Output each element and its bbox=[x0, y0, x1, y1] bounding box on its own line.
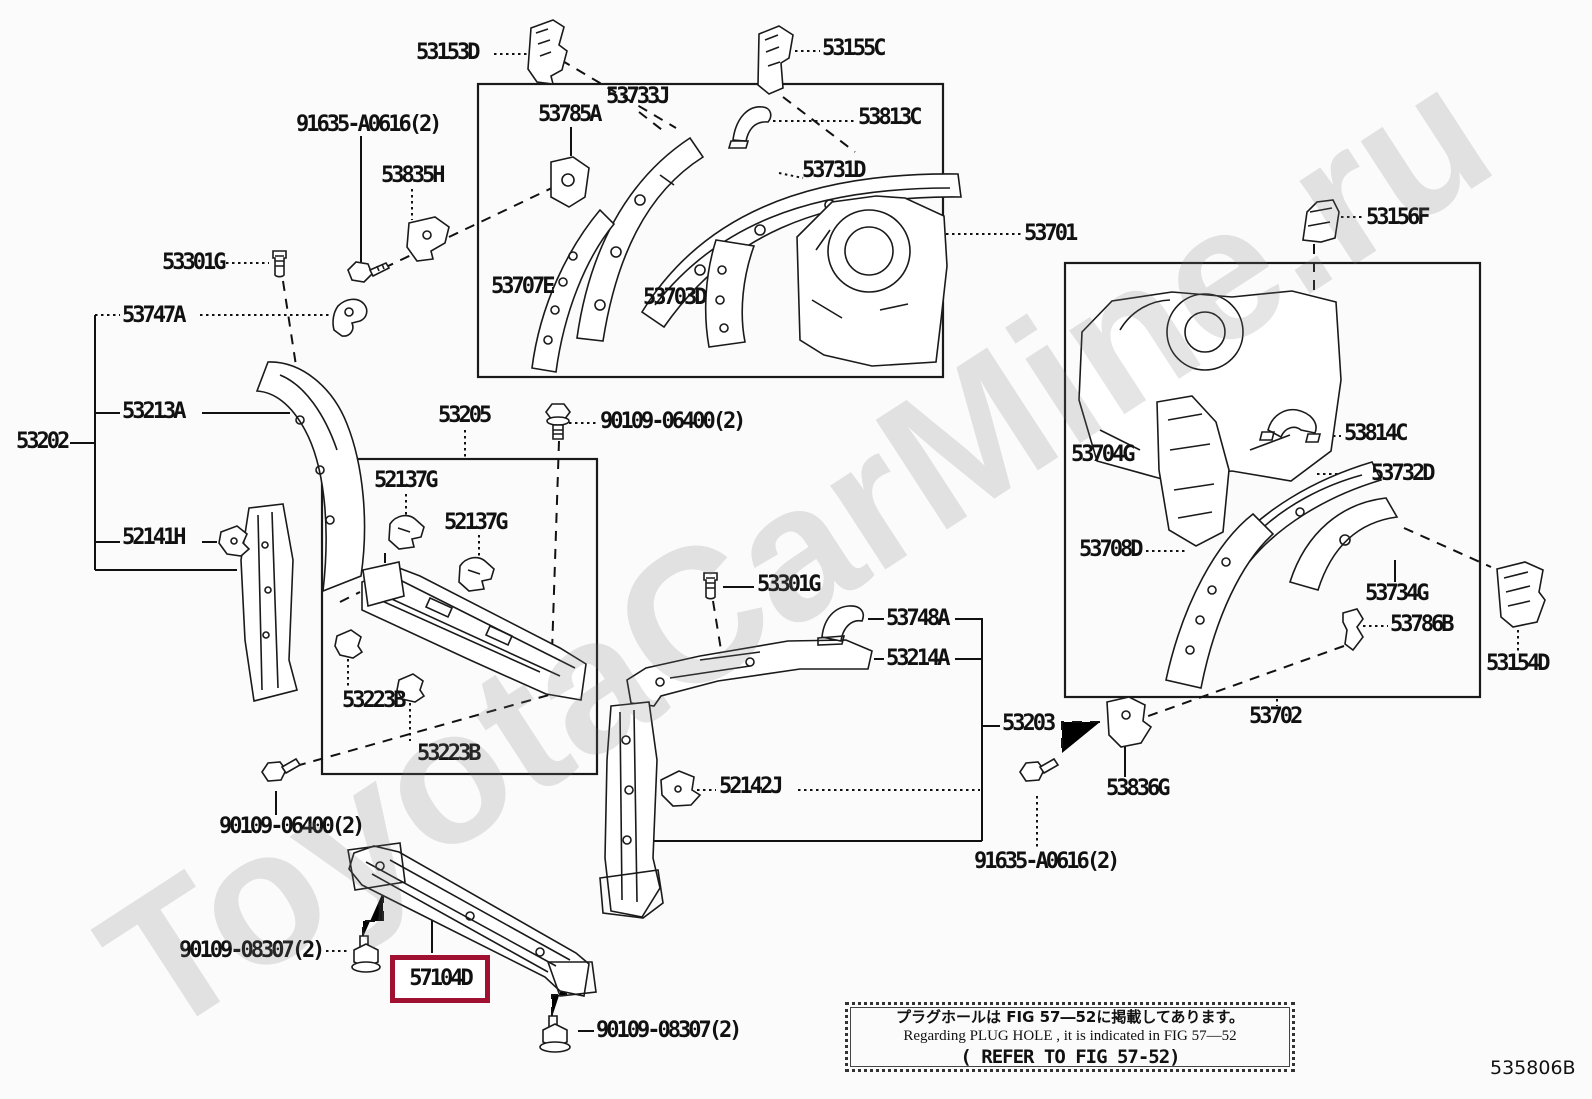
part-label-53785a[interactable]: 53785A bbox=[538, 102, 603, 127]
part-label-53707e[interactable]: 53707E bbox=[491, 274, 556, 299]
part-label-53813c[interactable]: 53813C bbox=[858, 105, 923, 130]
part-label-53223b-b[interactable]: 53223B bbox=[417, 741, 482, 766]
part-label-53214a[interactable]: 53214A bbox=[886, 646, 951, 671]
part-label-53814c[interactable]: 53814C bbox=[1344, 421, 1409, 446]
bolt-91635-top-drawing bbox=[347, 261, 391, 283]
part-label-53155c[interactable]: 53155C bbox=[822, 36, 887, 61]
part-label-53203[interactable]: 53203 bbox=[1002, 711, 1056, 736]
note-line-japanese: プラグホールは FIG 57―52に掲載してあります。 bbox=[896, 1008, 1244, 1026]
part-52141h-drawing bbox=[218, 525, 251, 557]
bolt-90109-06400-bottom-drawing bbox=[261, 757, 302, 782]
part-label-90109-08307-left[interactable]: 90109-08307(2) bbox=[179, 938, 325, 963]
part-label-52137g-a[interactable]: 52137G bbox=[374, 468, 439, 493]
part-52142-member-drawing bbox=[599, 701, 664, 919]
part-label-53153d[interactable]: 53153D bbox=[416, 40, 481, 65]
part-label-53835h[interactable]: 53835H bbox=[381, 163, 446, 188]
part-label-53733j[interactable]: 53733J bbox=[606, 84, 671, 109]
group-53202-bracket-lines bbox=[70, 314, 330, 571]
part-53155c-drawing bbox=[757, 25, 794, 95]
part-53156f-drawing bbox=[1302, 199, 1340, 243]
part-53704g-drawing bbox=[1156, 395, 1230, 547]
part-53205-radiator-support-drawing bbox=[361, 561, 587, 701]
part-label-90109-06400-top[interactable]: 90109-06400(2) bbox=[600, 409, 746, 434]
part-label-53708d[interactable]: 53708D bbox=[1079, 537, 1144, 562]
part-label-90109-08307-bottom[interactable]: 90109-08307(2) bbox=[596, 1018, 742, 1043]
part-label-53704g[interactable]: 53704G bbox=[1071, 442, 1136, 467]
part-53301g-grommet-b-drawing bbox=[703, 572, 718, 600]
part-53747a-drawing bbox=[332, 298, 368, 337]
part-53701-wheelhouse-drawing bbox=[796, 195, 948, 367]
part-53154d-drawing bbox=[1496, 561, 1546, 628]
part-label-52141h[interactable]: 52141H bbox=[122, 525, 187, 550]
part-53214a-drawing bbox=[626, 639, 873, 707]
part-53213a-drawing bbox=[255, 361, 366, 593]
part-53223b-a-drawing bbox=[334, 629, 364, 659]
part-label-53748a[interactable]: 53748A bbox=[886, 606, 951, 631]
part-label-53731d[interactable]: 53731D bbox=[802, 158, 867, 183]
part-label-53701[interactable]: 53701 bbox=[1024, 221, 1078, 246]
assembly-box-53702 bbox=[1063, 261, 1482, 699]
part-53813c-drawing bbox=[727, 106, 772, 149]
group-dotted-leaders bbox=[226, 50, 1519, 952]
part-label-53703d[interactable]: 53703D bbox=[643, 285, 708, 310]
part-label-53732d[interactable]: 53732D bbox=[1371, 461, 1436, 486]
part-label-52142j[interactable]: 52142J bbox=[719, 774, 784, 799]
part-label-53205[interactable]: 53205 bbox=[438, 403, 492, 428]
part-label-53202[interactable]: 53202 bbox=[16, 429, 70, 454]
part-label-52137g-b[interactable]: 52137G bbox=[444, 510, 509, 535]
part-53223b-b-drawing bbox=[396, 673, 426, 703]
part-label-53836g[interactable]: 53836G bbox=[1106, 776, 1171, 801]
part-53708d-drawing bbox=[1165, 512, 1275, 689]
highlighted-part-box-57104d[interactable]: 57104D bbox=[390, 955, 490, 1003]
part-label-53301g-a[interactable]: 53301G bbox=[162, 250, 227, 275]
part-53707e-drawing bbox=[531, 208, 616, 373]
part-label-53786b[interactable]: 53786B bbox=[1390, 612, 1455, 637]
bolt-90109-08307-bottom-drawing bbox=[539, 1015, 571, 1053]
part-label-53213a[interactable]: 53213A bbox=[122, 399, 187, 424]
part-53153d-drawing bbox=[527, 19, 568, 85]
part-label-57104d[interactable]: 57104D bbox=[409, 966, 474, 991]
plug-hole-note-inner: プラグホールは FIG 57―52に掲載してあります。 Regarding PL… bbox=[850, 1007, 1290, 1068]
part-label-53301g-b[interactable]: 53301G bbox=[757, 572, 822, 597]
part-53748a-drawing bbox=[817, 605, 865, 646]
part-53814c-drawing bbox=[1258, 408, 1322, 443]
part-53785a-drawing bbox=[550, 156, 590, 208]
group-parts bbox=[218, 19, 1546, 1053]
group-53203-bracket-lines bbox=[652, 618, 1000, 842]
part-52142j-bracket-drawing bbox=[660, 770, 702, 807]
bolt-90109-08307-left-drawing bbox=[351, 935, 381, 973]
part-label-90109-06400-bottom[interactable]: 90109-06400(2) bbox=[219, 814, 365, 839]
part-label-53747a[interactable]: 53747A bbox=[122, 303, 187, 328]
assembly-box-53205 bbox=[320, 457, 599, 776]
part-52137g-a-drawing bbox=[388, 514, 425, 550]
plug-hole-note-box: プラグホールは FIG 57―52に掲載してあります。 Regarding PL… bbox=[845, 1002, 1295, 1072]
part-label-53223b-a[interactable]: 53223B bbox=[342, 688, 407, 713]
bolt-90109-06400-top-drawing bbox=[545, 403, 571, 440]
note-line-english: Regarding PLUG HOLE , it is indicated in… bbox=[903, 1028, 1237, 1044]
drawing-code: 535806B bbox=[1490, 1057, 1576, 1079]
part-53733j-drawing bbox=[576, 136, 705, 342]
part-label-53156f[interactable]: 53156F bbox=[1366, 205, 1431, 230]
note-line-refer: ( REFER TO FIG 57-52) bbox=[960, 1046, 1180, 1068]
bolt-91635-bottom-drawing bbox=[1019, 757, 1060, 782]
part-label-53734g[interactable]: 53734G bbox=[1365, 581, 1430, 606]
part-53301g-grommet-a-drawing bbox=[272, 250, 287, 278]
part-52137g-b-drawing bbox=[458, 556, 495, 592]
part-label-53702[interactable]: 53702 bbox=[1249, 704, 1303, 729]
part-53703d-drawing bbox=[704, 239, 756, 348]
part-53734g-drawing bbox=[1288, 497, 1399, 591]
part-53835h-drawing bbox=[406, 216, 450, 262]
part-53786b-drawing bbox=[1342, 608, 1364, 652]
part-53836g-drawing bbox=[1106, 696, 1153, 748]
part-label-91635-a0616-top[interactable]: 91635-A0616(2) bbox=[296, 112, 442, 137]
part-53202-pillar-drawing bbox=[240, 503, 298, 702]
part-label-91635-a0616-bottom[interactable]: 91635-A0616(2) bbox=[974, 849, 1120, 874]
part-label-53154d[interactable]: 53154D bbox=[1486, 651, 1551, 676]
part-57104d-crossmember-drawing bbox=[347, 842, 597, 997]
